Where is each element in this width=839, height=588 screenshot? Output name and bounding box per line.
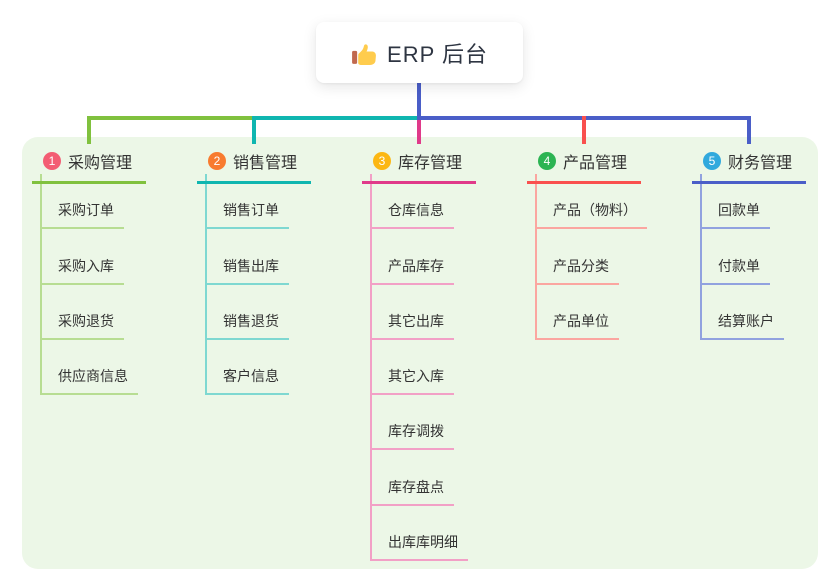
child-label: 供应商信息 bbox=[42, 366, 138, 396]
child-label: 库存盘点 bbox=[372, 477, 454, 506]
child-label: 采购订单 bbox=[42, 200, 124, 230]
branch-number-badge: 2 bbox=[208, 152, 226, 170]
child-label: 销售出库 bbox=[207, 256, 289, 285]
child-node[interactable]: 采购入库 bbox=[40, 229, 138, 285]
child-label: 回款单 bbox=[702, 200, 770, 230]
branch-header-5[interactable]: 5 财务管理 bbox=[692, 149, 806, 184]
branch-label: 财务管理 bbox=[728, 155, 793, 172]
branch-header-4[interactable]: 4 产品管理 bbox=[527, 149, 641, 184]
child-node[interactable]: 采购退货 bbox=[40, 284, 138, 340]
branch-children: 产品（物料） 产品分类 产品单位 bbox=[535, 174, 647, 340]
connector-line bbox=[417, 83, 421, 120]
child-label: 库存调拨 bbox=[372, 421, 454, 451]
child-node[interactable]: 产品分类 bbox=[535, 229, 647, 285]
connector-line bbox=[87, 116, 91, 144]
connector-line bbox=[252, 116, 256, 144]
branch-number-badge: 1 bbox=[43, 152, 61, 170]
child-label: 结算账户 bbox=[702, 311, 784, 340]
child-node[interactable]: 产品（物料） bbox=[535, 174, 647, 230]
child-node[interactable]: 其它入库 bbox=[370, 339, 468, 396]
root-title: ERP 后台 bbox=[387, 41, 488, 67]
child-label: 付款单 bbox=[702, 256, 770, 285]
child-label: 销售退货 bbox=[207, 311, 289, 340]
child-node[interactable]: 客户信息 bbox=[205, 339, 289, 396]
branch-children: 回款单 付款单 结算账户 bbox=[700, 174, 784, 340]
child-label: 客户信息 bbox=[207, 366, 289, 396]
child-node[interactable]: 销售出库 bbox=[205, 229, 289, 285]
child-label: 产品（物料） bbox=[537, 200, 647, 230]
child-label: 采购入库 bbox=[42, 256, 124, 285]
child-label: 其它入库 bbox=[372, 366, 454, 396]
connector-line bbox=[417, 116, 421, 144]
child-node[interactable]: 采购订单 bbox=[40, 174, 138, 230]
connector-line bbox=[747, 116, 751, 144]
branch-header-2[interactable]: 2 销售管理 bbox=[197, 149, 311, 184]
connector-line bbox=[582, 116, 586, 144]
child-node[interactable]: 仓库信息 bbox=[370, 174, 468, 230]
branch-children: 仓库信息 产品库存 其它出库 其它入库 库存调拨 库存盘点 出库库明细 bbox=[370, 174, 468, 562]
child-label: 产品库存 bbox=[372, 256, 454, 285]
branch-label: 库存管理 bbox=[398, 155, 463, 172]
branch-label: 采购管理 bbox=[68, 155, 133, 172]
branch-number-badge: 5 bbox=[703, 152, 721, 170]
child-label: 采购退货 bbox=[42, 311, 124, 340]
child-node[interactable]: 付款单 bbox=[700, 229, 784, 285]
child-label: 出库库明细 bbox=[372, 532, 468, 562]
child-node[interactable]: 出库库明细 bbox=[370, 505, 468, 562]
child-node[interactable]: 销售退货 bbox=[205, 284, 289, 340]
child-node[interactable]: 销售订单 bbox=[205, 174, 289, 230]
child-label: 仓库信息 bbox=[372, 200, 454, 230]
child-label: 产品分类 bbox=[537, 256, 619, 285]
thumbs-up-icon bbox=[352, 43, 376, 65]
child-node[interactable]: 产品库存 bbox=[370, 229, 468, 285]
child-node[interactable]: 产品单位 bbox=[535, 284, 647, 340]
branch-number-badge: 4 bbox=[538, 152, 556, 170]
child-node[interactable]: 结算账户 bbox=[700, 284, 784, 340]
branch-header-1[interactable]: 1 采购管理 bbox=[32, 149, 146, 184]
branch-number-badge: 3 bbox=[373, 152, 391, 170]
child-label: 其它出库 bbox=[372, 311, 454, 340]
branch-children: 销售订单 销售出库 销售退货 客户信息 bbox=[205, 174, 289, 396]
child-node[interactable]: 库存调拨 bbox=[370, 395, 468, 451]
branch-children: 采购订单 采购入库 采购退货 供应商信息 bbox=[40, 174, 138, 396]
child-node[interactable]: 回款单 bbox=[700, 174, 784, 230]
root-node[interactable]: ERP 后台 bbox=[316, 22, 523, 83]
branches-panel bbox=[22, 137, 818, 569]
child-node[interactable]: 供应商信息 bbox=[40, 339, 138, 396]
branch-label: 产品管理 bbox=[563, 155, 628, 172]
child-node[interactable]: 库存盘点 bbox=[370, 450, 468, 506]
child-node[interactable]: 其它出库 bbox=[370, 284, 468, 340]
connector-line bbox=[252, 116, 421, 120]
child-label: 销售订单 bbox=[207, 200, 289, 230]
branch-label: 销售管理 bbox=[233, 155, 298, 172]
child-label: 产品单位 bbox=[537, 311, 619, 340]
branch-header-3[interactable]: 3 库存管理 bbox=[362, 149, 476, 184]
